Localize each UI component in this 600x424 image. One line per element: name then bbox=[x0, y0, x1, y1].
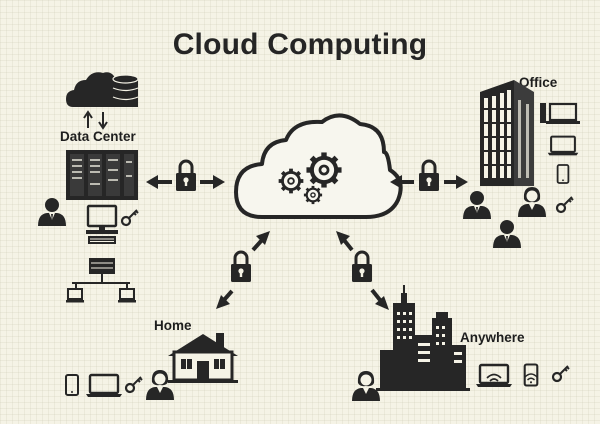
city-skyline-icon bbox=[376, 285, 470, 391]
laptop-icon bbox=[84, 373, 124, 399]
arrow-icon bbox=[336, 231, 389, 310]
smartphone-icon bbox=[65, 374, 79, 396]
key-icon bbox=[555, 195, 575, 214]
arrow-icon bbox=[83, 110, 108, 130]
laptop-icon bbox=[546, 135, 580, 157]
cloud-icon bbox=[66, 72, 116, 107]
key-icon bbox=[120, 208, 140, 227]
anywhere-label: Anywhere bbox=[460, 330, 525, 345]
database-icon bbox=[112, 74, 139, 107]
person-icon bbox=[493, 220, 521, 248]
person-icon bbox=[38, 198, 66, 226]
key-icon bbox=[551, 364, 571, 383]
building-icon bbox=[480, 80, 534, 186]
server-icon bbox=[66, 150, 138, 200]
key-icon bbox=[124, 375, 144, 394]
lock-icon bbox=[174, 159, 198, 193]
data-center-label: Data Center bbox=[60, 129, 136, 144]
arrow-icon bbox=[216, 231, 270, 309]
house-icon bbox=[168, 333, 238, 383]
wifi-icon bbox=[524, 373, 538, 381]
smartphone-icon bbox=[556, 164, 570, 184]
person-icon bbox=[352, 371, 380, 401]
lock-icon bbox=[417, 159, 441, 193]
laptop-icon bbox=[474, 363, 514, 389]
person-icon bbox=[146, 370, 174, 400]
network-icon bbox=[66, 258, 136, 303]
diagram-title: Cloud Computing bbox=[172, 28, 428, 61]
monitor-icon bbox=[86, 204, 118, 244]
arrow-icon bbox=[146, 175, 225, 189]
office-label: Office bbox=[519, 75, 558, 90]
lock-icon bbox=[350, 250, 374, 284]
person-icon bbox=[518, 187, 546, 217]
arrow-icon bbox=[390, 175, 468, 189]
lock-icon bbox=[229, 250, 253, 284]
home-label: Home bbox=[154, 318, 192, 333]
monitor-icon bbox=[540, 102, 580, 124]
person-icon bbox=[463, 191, 491, 219]
